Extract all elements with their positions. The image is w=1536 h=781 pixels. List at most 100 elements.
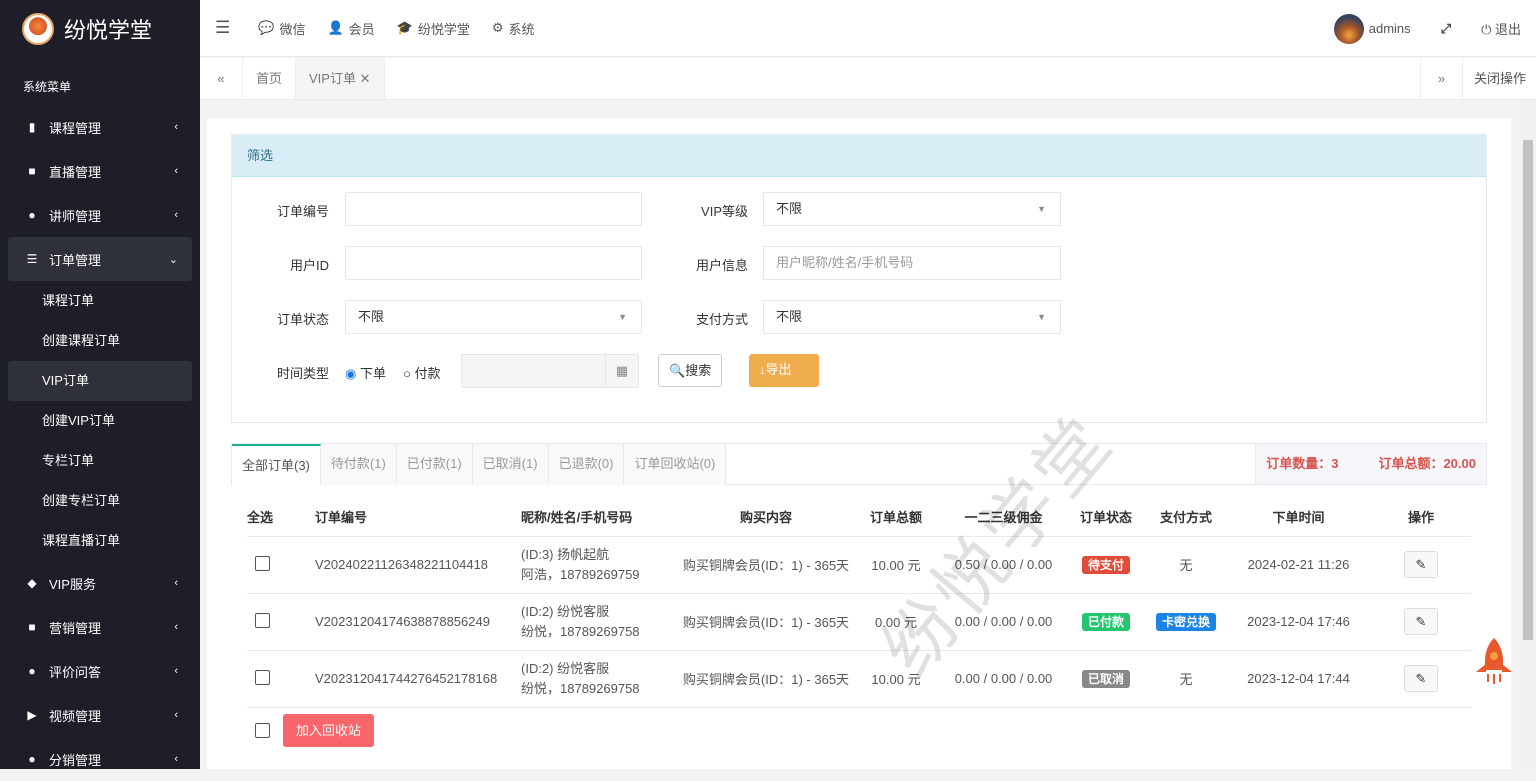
nav-wechat[interactable]: 💬微信	[258, 19, 305, 38]
edit-button[interactable]: ✎	[1404, 665, 1438, 692]
purchase-content: 购买铜牌会员(ID：1) - 365天	[681, 536, 851, 594]
tab-paid[interactable]: 已付款(1)	[396, 444, 473, 485]
sidebar-item-vip[interactable]: ◆VIP服务‹	[0, 561, 200, 605]
user-name-phone: 阿浩，18789269759	[521, 566, 640, 582]
tab-vip-order[interactable]: VIP订单 ✕	[296, 58, 385, 99]
tab-pending[interactable]: 待付款(1)	[320, 444, 397, 485]
logo[interactable]: 纷悦学堂	[0, 0, 200, 58]
pay-method: 无	[1179, 672, 1193, 687]
time-type-radio-pay[interactable]: ○ 付款	[403, 363, 441, 382]
nav-system[interactable]: ⚙系统	[492, 19, 535, 38]
nav-member[interactable]: 👤会员	[327, 19, 374, 38]
sidebar-item-marketing[interactable]: ■营销管理‹	[0, 605, 200, 649]
status-badge: 已取消	[1081, 670, 1130, 688]
user-name-phone: 纷悦，18789269758	[521, 623, 640, 639]
vip-level-select[interactable]: 不限▼	[763, 192, 1061, 226]
actions-cell: ✎	[1371, 650, 1471, 708]
username[interactable]: admins	[1368, 21, 1411, 36]
fullscreen-icon[interactable]: ⤢	[1440, 20, 1452, 36]
user-info-input[interactable]: 用户昵称/姓名/手机号码	[763, 246, 1061, 280]
order-total: 0.00 元	[851, 593, 941, 651]
user-id-input[interactable]	[345, 246, 642, 280]
sidebar-sub-live-order[interactable]: 课程直播订单	[42, 533, 121, 548]
play-icon: ▶	[27, 708, 37, 722]
order-total: 10.00 元	[851, 650, 941, 708]
recycle-button[interactable]: 加入回收站	[283, 714, 375, 748]
sidebar-item-teacher[interactable]: ●讲师管理‹	[0, 193, 200, 237]
sidebar-item-review[interactable]: ●评价问答‹	[0, 649, 200, 693]
wechat-icon: 💬	[258, 20, 275, 35]
label: VIP等级	[701, 204, 748, 219]
status-badge: 待支付	[1081, 556, 1130, 574]
tab-refunded[interactable]: 已退款(0)	[548, 444, 625, 485]
radio-icon: ○	[403, 366, 411, 381]
menu-title: 系统菜单	[23, 80, 72, 94]
edit-button[interactable]: ✎	[1404, 551, 1438, 578]
row-checkbox[interactable]	[255, 612, 270, 628]
sidebar-item-course[interactable]: ▮课程管理‹	[0, 105, 200, 149]
sidebar-sub-create-column-order[interactable]: 创建专栏订单	[42, 493, 121, 508]
sidebar-item-video[interactable]: ▶视频管理‹	[0, 693, 200, 737]
label: VIP订单	[309, 71, 356, 86]
chevron-left-icon: ‹	[174, 121, 178, 133]
select-all-checkbox[interactable]	[255, 723, 270, 739]
rocket-back-to-top-icon[interactable]	[1474, 636, 1514, 686]
pencil-icon: ✎	[1415, 557, 1427, 572]
scrollbar[interactable]	[1520, 100, 1536, 769]
tab-cancelled[interactable]: 已取消(1)	[472, 444, 549, 485]
date-range-input[interactable]: ▦	[461, 354, 639, 388]
search-icon: 🔍	[669, 363, 686, 378]
logo-icon	[22, 13, 54, 45]
order-status-select[interactable]: 不限▼	[345, 300, 642, 334]
order-status-tabs: 全部订单(3) 待付款(1) 已付款(1) 已取消(1) 已退款(0) 订单回收…	[231, 443, 1487, 485]
export-button[interactable]: ↓导出	[749, 354, 819, 387]
sidebar-sub-create-vip-order[interactable]: 创建VIP订单	[42, 413, 115, 428]
order-total: 10.00 元	[851, 536, 941, 594]
tab-recycle[interactable]: 订单回收站(0)	[624, 444, 727, 485]
top-navbar: ☰ 💬微信 👤会员 🎓纷悦学堂 ⚙系统 admins ⤢ ⏻ 退出	[200, 0, 1536, 57]
sidebar-item-distribution[interactable]: ●分销管理‹	[0, 737, 200, 781]
sidebar-sub-create-course-order[interactable]: 创建课程订单	[42, 333, 121, 348]
avatar[interactable]	[1333, 13, 1364, 44]
commission: 0.00 / 0.00 / 0.00	[941, 593, 1066, 651]
label: 搜索	[685, 363, 712, 378]
row-checkbox[interactable]	[255, 555, 270, 571]
close-ops-button[interactable]: 关闭操作	[1473, 71, 1526, 86]
col-select-all[interactable]: 全选	[247, 498, 291, 537]
pay-cell: 无	[1146, 650, 1226, 708]
tab-home[interactable]: 首页	[243, 58, 297, 99]
close-icon[interactable]: ✕	[359, 71, 371, 86]
col-time: 下单时间	[1226, 498, 1371, 537]
tab-all[interactable]: 全部订单(3)	[232, 444, 321, 485]
pay-cell: 卡密兑换	[1146, 593, 1226, 651]
label: 课程管理	[49, 120, 102, 136]
scrollbar-thumb[interactable]	[1523, 140, 1533, 640]
logout-button[interactable]: ⏻ 退出	[1481, 19, 1521, 38]
label: 直播管理	[49, 164, 102, 180]
sidebar-sub-course-order[interactable]: 课程订单	[42, 293, 95, 308]
tabs-scroll-left[interactable]: «	[200, 58, 243, 99]
user-name-phone: 纷悦，18789269758	[521, 680, 640, 696]
time-type-radio-order[interactable]: ◉ 下单	[345, 363, 386, 382]
search-button[interactable]: 🔍搜索	[658, 354, 723, 387]
sidebar-item-live[interactable]: ■直播管理‹	[0, 149, 200, 193]
caret-down-icon: ▼	[1037, 312, 1046, 322]
caret-down-icon: ▼	[1037, 204, 1046, 214]
video-icon: ■	[28, 164, 36, 178]
calendar-icon[interactable]: ▦	[605, 355, 638, 387]
sidebar-item-order[interactable]: ☰订单管理⌄	[8, 237, 192, 281]
nav-school[interactable]: 🎓纷悦学堂	[397, 19, 470, 38]
order-no-input[interactable]	[345, 192, 642, 226]
label: 评价问答	[49, 664, 102, 680]
tabs-scroll-right[interactable]: »	[1419, 58, 1463, 99]
chevron-left-icon: ‹	[174, 577, 178, 589]
sidebar-sub-column-order[interactable]: 专栏订单	[42, 453, 95, 468]
user-info: (ID:2) 纷悦客服纷悦，18789269758	[521, 593, 681, 651]
user-id-name: (ID:2) 纷悦客服	[521, 660, 610, 676]
hamburger-icon[interactable]: ☰	[215, 18, 231, 37]
pay-method-select[interactable]: 不限▼	[763, 300, 1061, 334]
edit-button[interactable]: ✎	[1404, 608, 1438, 635]
sidebar-sub-vip-order[interactable]: VIP订单	[8, 361, 192, 401]
row-checkbox[interactable]	[255, 669, 270, 685]
status-cell: 已取消	[1066, 650, 1146, 708]
